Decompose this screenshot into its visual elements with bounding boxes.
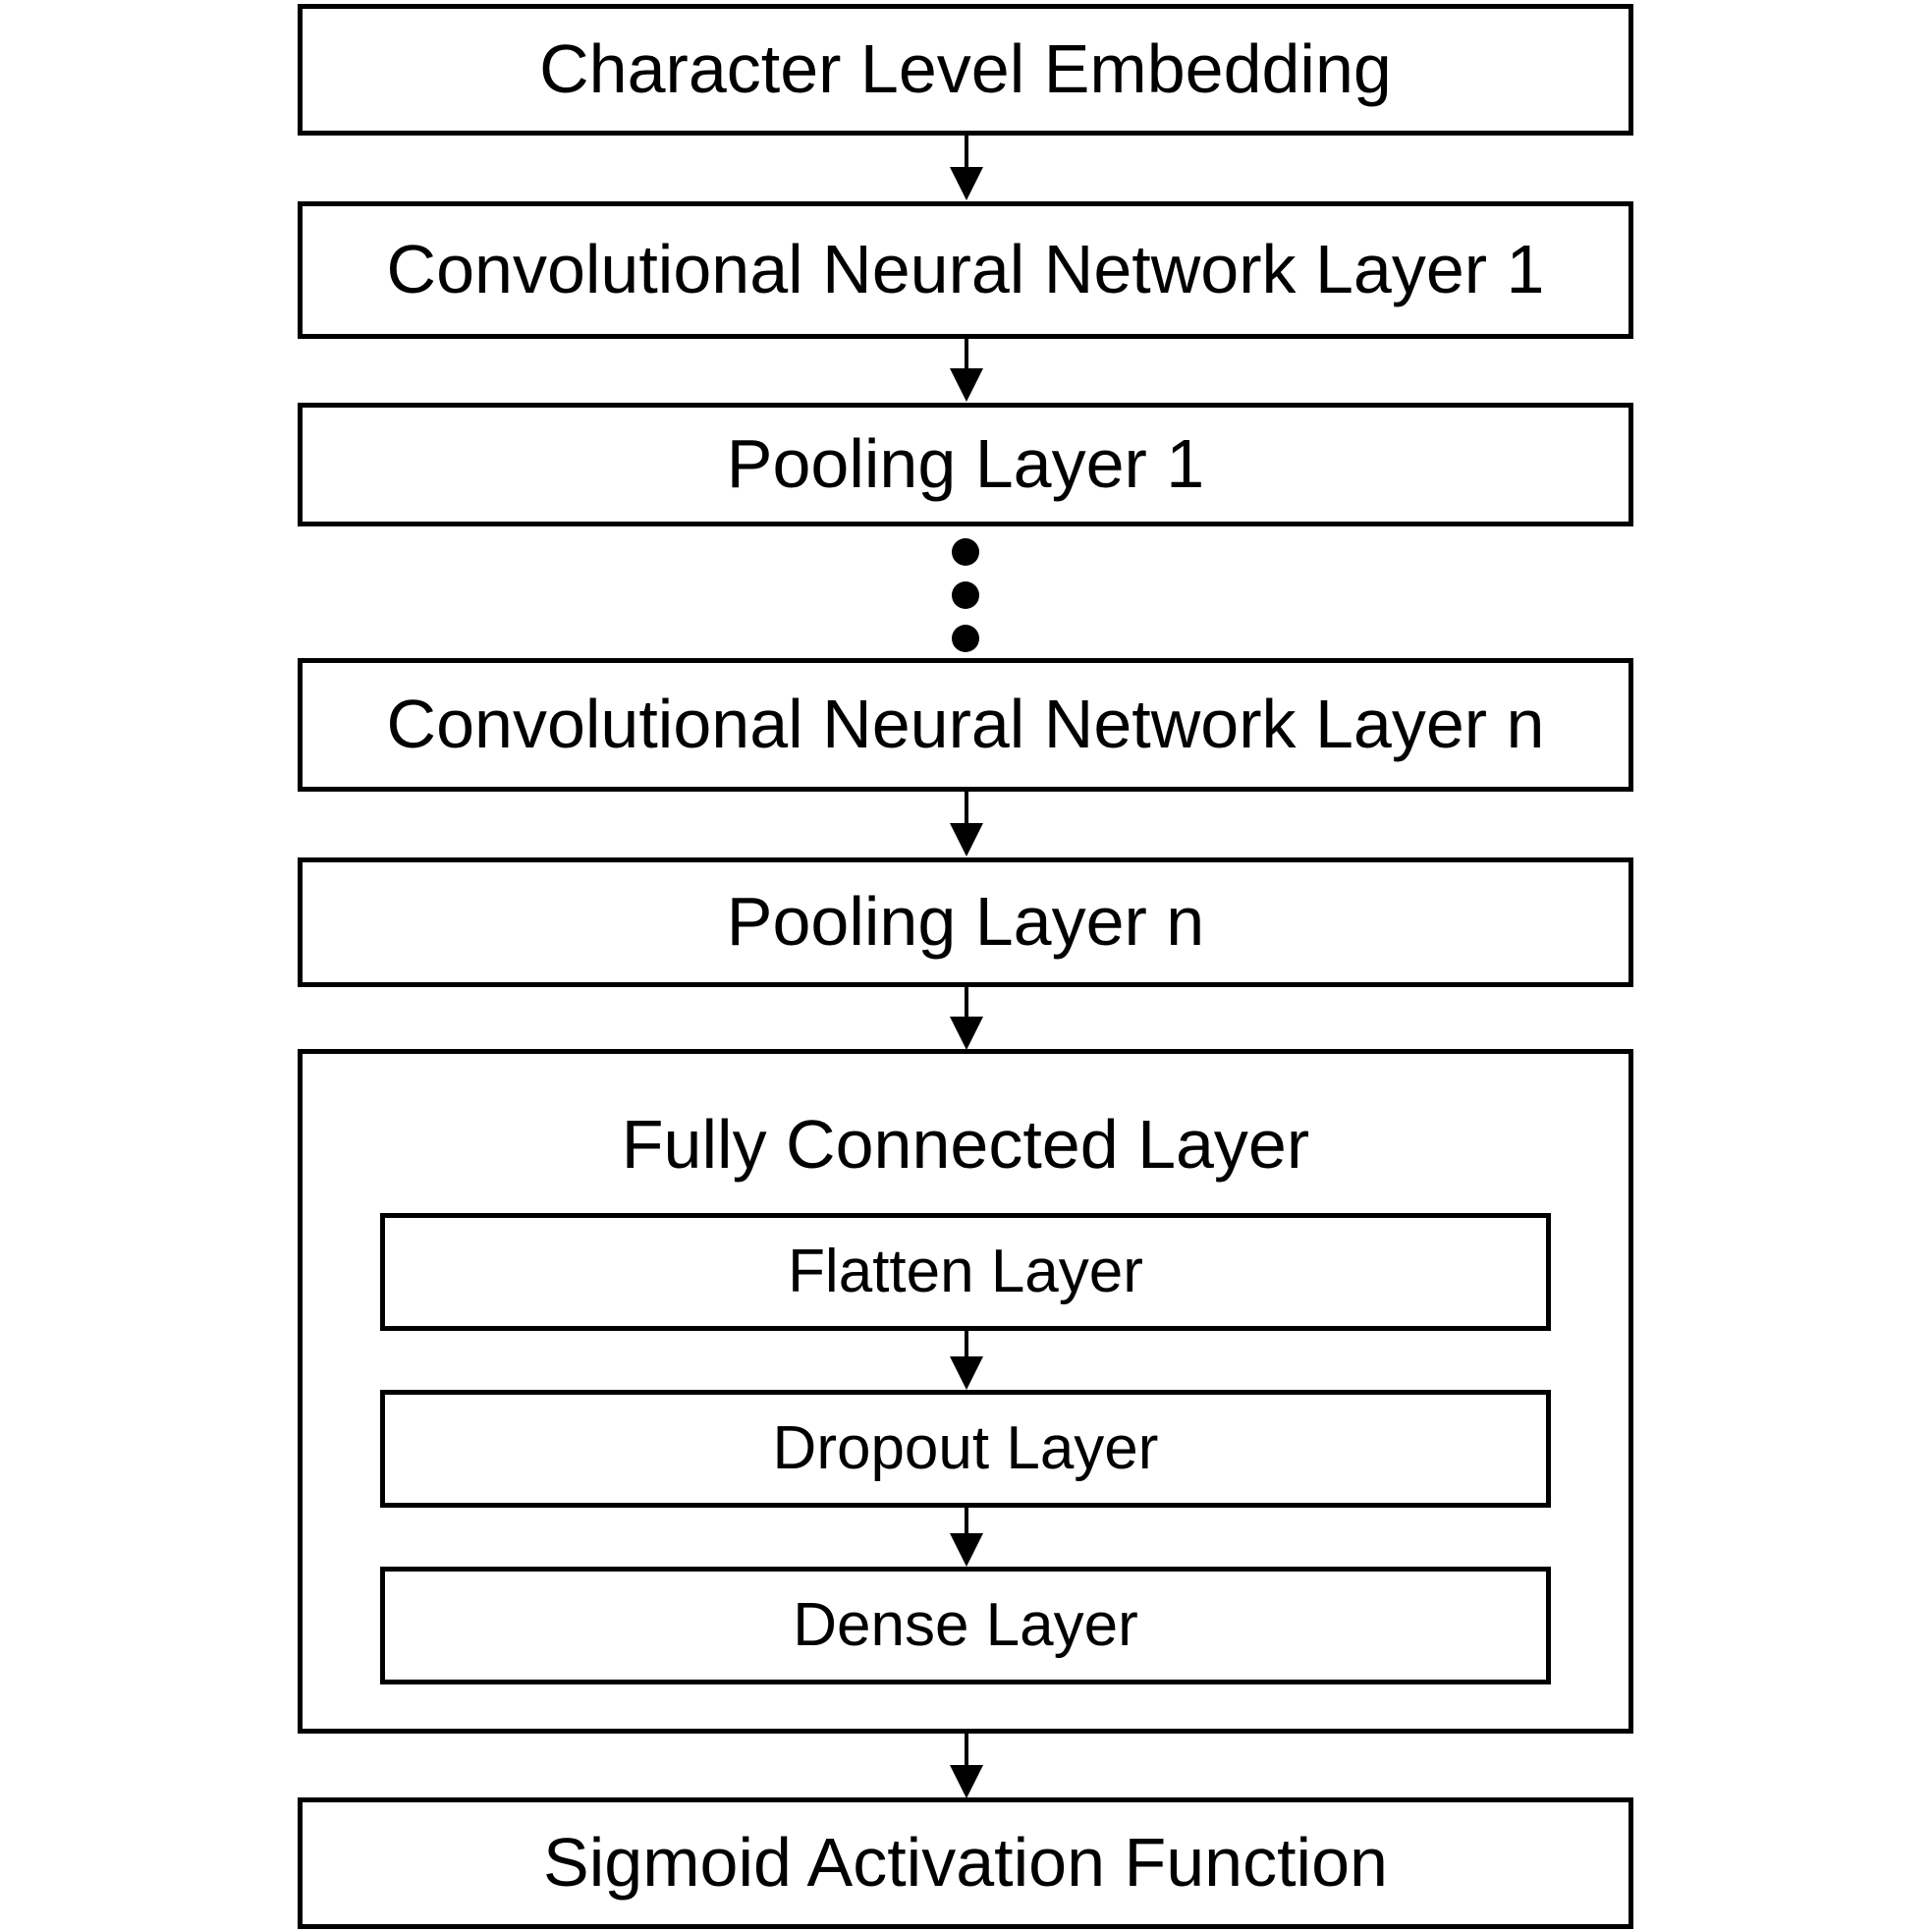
arrowhead-cnnn-to-pooln [950,823,983,856]
arrowhead-dropout-to-dense [950,1533,983,1567]
node-character-level-embedding[interactable]: Character Level Embedding [298,4,1633,136]
node-cnn-layer-n[interactable]: Convolutional Neural Network Layer n [298,658,1633,792]
node-label: Fully Connected Layer [621,1106,1310,1183]
arrow-embedding-to-cnn1 [965,136,968,171]
arrow-flatten-to-dropout [965,1331,968,1360]
arrowhead-pooln-to-fc [950,1017,983,1050]
ellipsis-dot-3 [952,625,979,652]
arrow-cnn1-to-pool1 [965,339,968,372]
node-label: Pooling Layer 1 [726,425,1205,503]
ellipsis-dot-1 [952,538,979,566]
node-pooling-layer-1[interactable]: Pooling Layer 1 [298,403,1633,526]
arrowhead-fc-to-sigmoid [950,1765,983,1798]
node-cnn-layer-1[interactable]: Convolutional Neural Network Layer 1 [298,201,1633,339]
arrow-pooln-to-fc [965,987,968,1021]
ellipsis-dot-2 [952,581,979,609]
node-label: Convolutional Neural Network Layer n [386,686,1545,763]
node-label: Sigmoid Activation Function [543,1824,1388,1902]
node-label: Character Level Embedding [539,30,1392,108]
node-pooling-layer-n[interactable]: Pooling Layer n [298,857,1633,987]
arrow-cnnn-to-pooln [965,792,968,827]
node-dense-layer[interactable]: Dense Layer [380,1567,1551,1684]
arrowhead-flatten-to-dropout [950,1356,983,1390]
arrow-dropout-to-dense [965,1508,968,1537]
node-label: Convolutional Neural Network Layer 1 [386,231,1545,308]
node-dropout-layer[interactable]: Dropout Layer [380,1390,1551,1508]
node-label: Flatten Layer [788,1238,1143,1306]
arrowhead-embedding-to-cnn1 [950,167,983,200]
node-label: Dense Layer [793,1591,1138,1660]
arrowhead-cnn1-to-pool1 [950,368,983,402]
node-flatten-layer[interactable]: Flatten Layer [380,1213,1551,1331]
arrow-fc-to-sigmoid [965,1734,968,1769]
node-label: Dropout Layer [772,1414,1159,1483]
node-label: Pooling Layer n [726,883,1205,961]
node-sigmoid-activation-function[interactable]: Sigmoid Activation Function [298,1797,1633,1929]
